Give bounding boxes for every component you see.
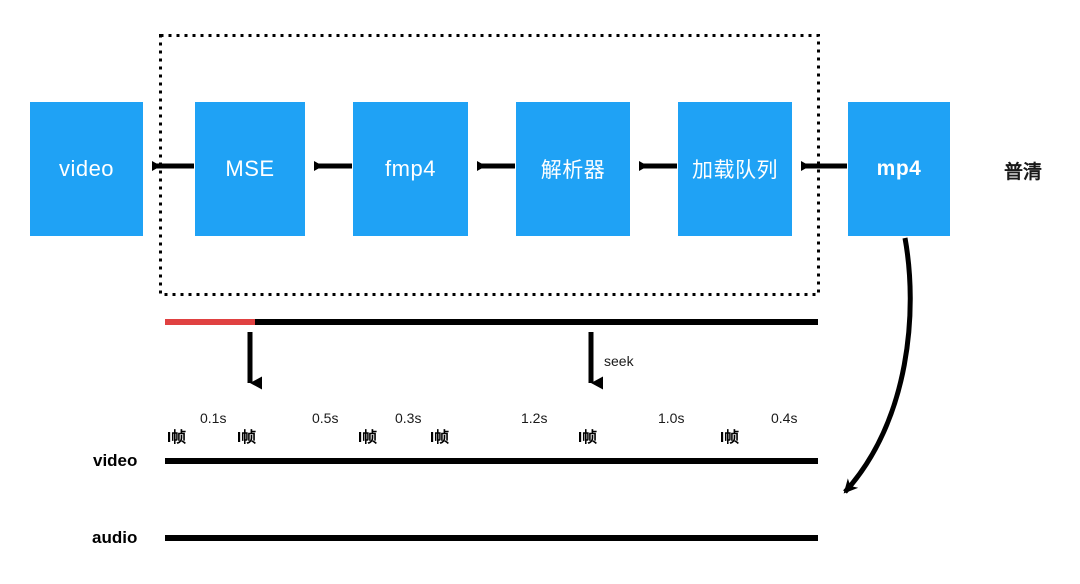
keyframe-marker: I帧 [578, 429, 598, 446]
keyframe-marker: I帧 [358, 429, 378, 446]
keyframe-gap-label: 0.4s [771, 410, 798, 426]
keyframe-gap-label: 1.2s [521, 410, 548, 426]
pipeline-node-queue-label: 加载队列 [692, 159, 778, 182]
keyframe-gap-label: 0.5s [312, 410, 339, 426]
pipeline-node-mp4[interactable]: mp4 [848, 102, 950, 236]
keyframe-marker: I帧 [237, 429, 257, 446]
pipeline-node-mse[interactable]: MSE [195, 102, 305, 236]
keyframe-marker: I帧 [167, 429, 187, 446]
pipeline-node-parser[interactable]: 解析器 [516, 102, 630, 236]
quality-label: 普清 [1004, 162, 1043, 183]
keyframe-marker: I帧 [720, 429, 740, 446]
pipeline-node-queue[interactable]: 加载队列 [678, 102, 792, 236]
keyframe-gap-label: 1.0s [658, 410, 685, 426]
pipeline-node-fmp4-label: fmp4 [385, 156, 436, 181]
keyframe-gap-label: 0.3s [395, 410, 422, 426]
seek-label: seek [604, 353, 634, 369]
video-track-label: video [93, 451, 138, 470]
pipeline-node-parser-label: 解析器 [540, 159, 606, 182]
keyframe-gap-label: 0.1s [200, 410, 227, 426]
arrow-mp4-to-tracks [843, 237, 913, 494]
pipeline-node-mse-label: MSE [225, 156, 275, 181]
audio-track-label: audio [92, 528, 138, 547]
keyframe-marker: I帧 [430, 429, 450, 446]
pipeline-node-fmp4[interactable]: fmp4 [353, 102, 468, 236]
pipeline-node-video[interactable]: video [30, 102, 143, 236]
pipeline-node-video-label: video [58, 156, 115, 181]
pipeline-node-mp4-label: mp4 [876, 157, 922, 180]
